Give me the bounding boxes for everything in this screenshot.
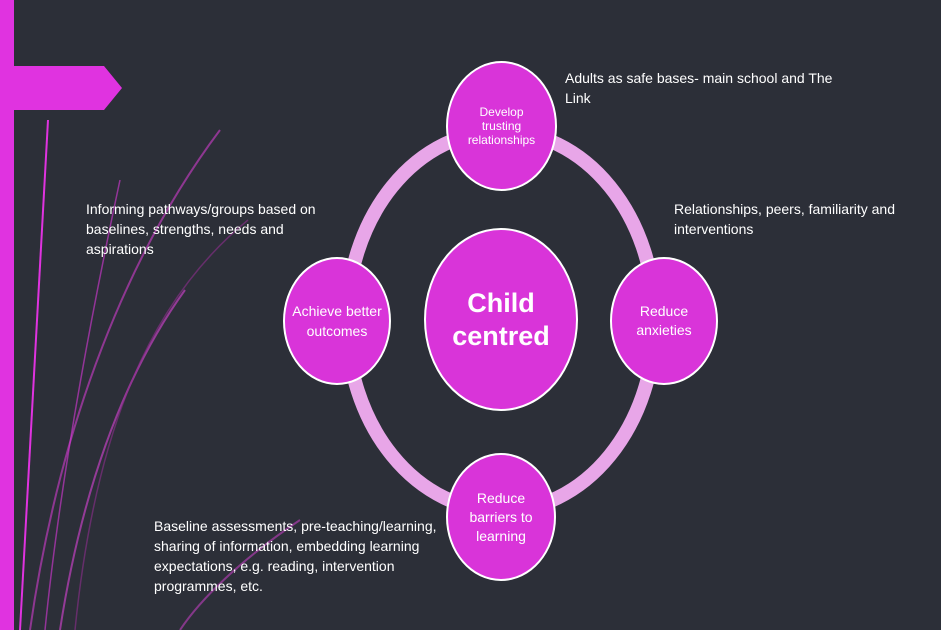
decorative-swoosh <box>19 119 49 630</box>
cycle-node-reduce-barriers: Reduce barriers to learning <box>446 453 556 581</box>
cycle-node-label: Reduce anxieties <box>636 303 692 338</box>
cycle-node-label: Reduce barriers to learning <box>469 489 533 544</box>
center-node: Child centred <box>424 228 578 411</box>
cycle-node-develop-trusting-relationships: Develop trusting relationships <box>446 61 557 191</box>
note-reduce-barriers: Baseline assessments, pre-teaching/learn… <box>154 518 437 594</box>
note-better-outcomes: Informing pathways/groups based on basel… <box>86 201 316 257</box>
decorative-swoosh <box>59 289 186 630</box>
cycle-node-label: Develop trusting relationships <box>467 105 536 147</box>
decorative-swoosh <box>179 519 301 630</box>
decorative-swoosh <box>74 219 249 630</box>
decorative-swoosh <box>29 129 221 630</box>
cycle-node-reduce-anxieties: Reduce anxieties <box>610 257 718 385</box>
cycle-node-label: Achieve better outcomes <box>292 303 382 339</box>
accent-side-bar <box>0 0 14 630</box>
note-reduce-anxieties: Relationships, peers, familiarity and in… <box>674 201 895 237</box>
center-node-label: Child centred <box>452 287 550 351</box>
decorative-swoosh <box>44 179 121 630</box>
note-trusting-relationships: Adults as safe bases- main school and Th… <box>565 70 833 106</box>
cycle-node-achieve-better-outcomes: Achieve better outcomes <box>283 257 391 385</box>
title-arrow-shape <box>14 66 122 110</box>
